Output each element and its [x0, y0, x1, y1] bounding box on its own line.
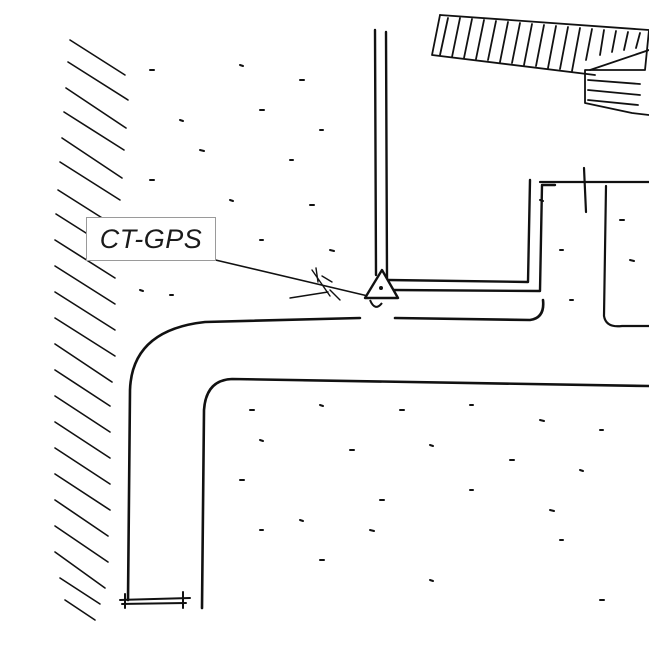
road-end-marker [119, 591, 191, 609]
building-hatching [431, 14, 649, 116]
plant-scribble [289, 267, 341, 301]
ct-gps-label: CT-GPS [86, 217, 216, 261]
right-structure [538, 166, 649, 328]
vertical-conduit [373, 28, 557, 293]
triangle-point-icon [363, 268, 400, 308]
road-outline [126, 298, 649, 610]
ground-stipple [139, 64, 635, 601]
embankment-hatching [54, 39, 129, 621]
label-leader-line [206, 257, 369, 297]
ct-gps-label-text: CT-GPS [99, 223, 203, 254]
